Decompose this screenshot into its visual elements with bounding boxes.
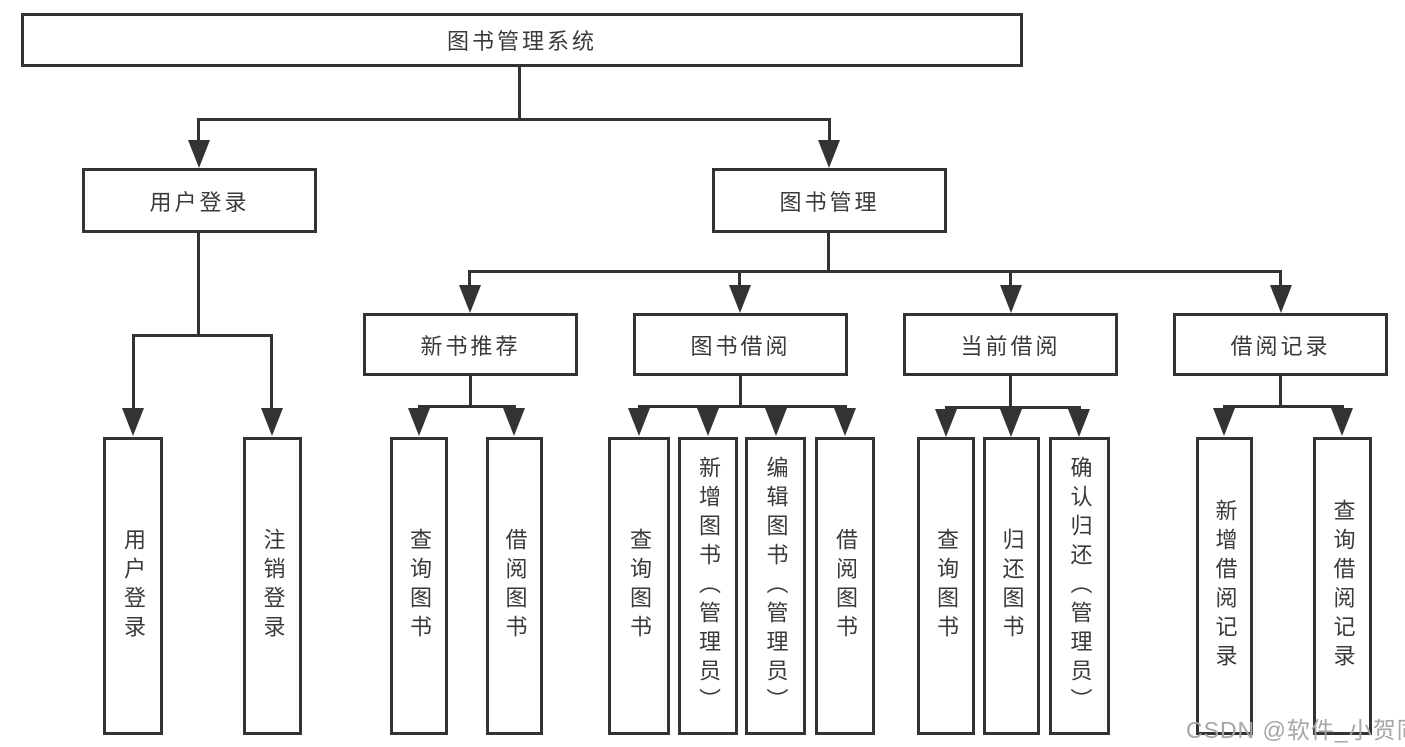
leaf-logout-label: 注销登录	[260, 528, 286, 644]
leaf-return-books: 归还图书	[983, 437, 1040, 735]
connector-line	[1009, 270, 1012, 288]
node-user-login: 用户登录	[82, 168, 317, 233]
connector-line	[468, 270, 471, 288]
leaf-edit-books-admin-label: 编辑图书（管理员）	[763, 455, 789, 717]
connector-line	[1223, 405, 1344, 408]
leaf-borrow-books-label: 借阅图书	[833, 528, 858, 644]
connector-line	[638, 405, 847, 408]
node-book-management-label: 图书管理	[779, 189, 880, 215]
connector-line	[197, 118, 200, 144]
connector-line	[132, 334, 273, 337]
connector-line	[739, 376, 742, 408]
arrow-head	[935, 409, 957, 437]
node-book-management: 图书管理	[712, 168, 947, 233]
leaf-borrow-books-recommend-label: 借阅图书	[502, 528, 528, 644]
leaf-add-books-admin-label: 新增图书（管理员）	[696, 455, 721, 717]
leaf-add-borrow-record: 新增借阅记录	[1196, 437, 1253, 735]
connector-line	[1279, 376, 1282, 408]
leaf-query-books-current: 查询图书	[917, 437, 975, 735]
connector-line	[132, 334, 135, 412]
connector-line	[945, 406, 1081, 409]
arrow-head	[122, 408, 144, 436]
arrow-head	[697, 408, 719, 436]
leaf-confirm-return-admin: 确认归还（管理员）	[1049, 437, 1110, 735]
arrow-head	[459, 285, 481, 313]
connector-line	[827, 233, 830, 273]
leaf-confirm-return-admin-label: 确认归还（管理员）	[1067, 455, 1093, 717]
arrow-head	[1331, 408, 1353, 436]
arrow-head	[834, 408, 856, 436]
connector-line	[418, 405, 516, 408]
node-root: 图书管理系统	[21, 13, 1023, 67]
arrow-head	[1000, 409, 1022, 437]
node-borrowing-records: 借阅记录	[1173, 313, 1388, 376]
connector-line	[198, 118, 831, 121]
leaf-query-books-recommend-label: 查询图书	[407, 528, 432, 644]
connector-line	[270, 334, 273, 412]
connector-line	[197, 233, 200, 336]
connector-line	[469, 376, 472, 408]
leaf-query-books-recommend: 查询图书	[390, 437, 448, 735]
node-user-login-label: 用户登录	[149, 189, 250, 215]
leaf-add-borrow-record-label: 新增借阅记录	[1212, 499, 1238, 673]
node-root-label: 图书管理系统	[446, 29, 597, 54]
leaf-user-login-label: 用户登录	[121, 528, 146, 644]
arrow-head	[765, 408, 787, 436]
leaf-user-login: 用户登录	[103, 437, 163, 735]
node-book-borrowing: 图书借阅	[633, 313, 848, 376]
connector-line	[738, 270, 741, 288]
arrow-head	[1068, 409, 1090, 437]
leaf-query-borrow-record: 查询借阅记录	[1313, 437, 1372, 735]
node-current-borrowing: 当前借阅	[903, 313, 1118, 376]
leaf-query-borrow-record-label: 查询借阅记录	[1330, 499, 1356, 673]
arrow-head	[503, 408, 525, 436]
leaf-return-books-label: 归还图书	[999, 528, 1025, 644]
leaf-query-books-borrow-label: 查询图书	[627, 528, 652, 644]
leaf-borrow-books-recommend: 借阅图书	[486, 437, 543, 735]
arrow-head	[1270, 285, 1292, 313]
connector-line	[518, 67, 521, 120]
arrow-head	[729, 285, 751, 313]
arrow-head	[408, 408, 430, 436]
leaf-logout: 注销登录	[243, 437, 302, 735]
arrow-head	[261, 408, 283, 436]
node-new-book-recommendation-label: 新书推荐	[420, 333, 521, 359]
connector-line	[828, 118, 831, 144]
node-book-borrowing-label: 图书借阅	[690, 333, 791, 359]
leaf-add-books-admin: 新增图书（管理员）	[678, 437, 738, 735]
connector-line	[1009, 376, 1012, 409]
arrow-head	[1000, 285, 1022, 313]
node-current-borrowing-label: 当前借阅	[960, 333, 1061, 359]
arrow-head	[818, 140, 840, 168]
arrow-head	[628, 408, 650, 436]
connector-line	[468, 270, 1282, 273]
csdn-watermark: CSDN @软件_小贺同学	[1186, 717, 1405, 743]
leaf-edit-books-admin: 编辑图书（管理员）	[745, 437, 806, 735]
leaf-query-books-borrow: 查询图书	[608, 437, 670, 735]
leaf-borrow-books: 借阅图书	[815, 437, 875, 735]
arrow-head	[1213, 408, 1235, 436]
node-new-book-recommendation: 新书推荐	[363, 313, 578, 376]
connector-line	[1279, 270, 1282, 288]
leaf-query-books-current-label: 查询图书	[934, 528, 959, 644]
node-borrowing-records-label: 借阅记录	[1230, 333, 1331, 359]
arrow-head	[188, 140, 210, 168]
